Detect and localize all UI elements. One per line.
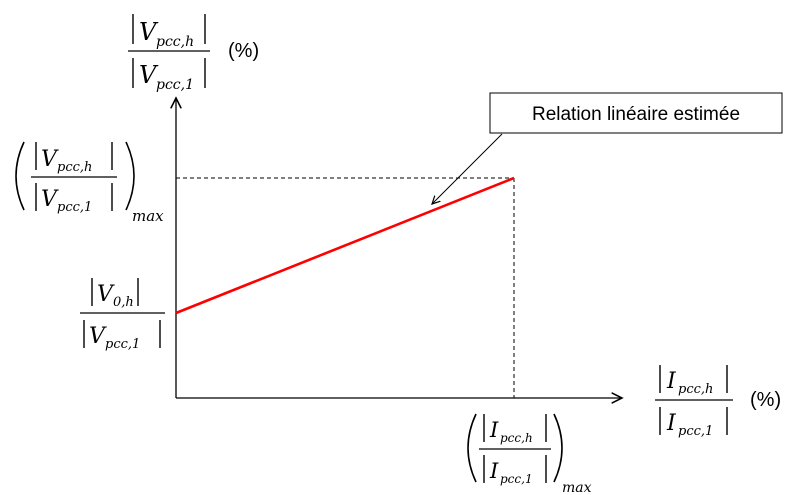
intercept-den-sub: pcc,1 bbox=[105, 337, 140, 352]
intercept-label: V 0,h V pcc,1 bbox=[80, 278, 165, 352]
intercept-num-main: V bbox=[97, 282, 115, 307]
x-max-label: I pcc,h I pcc,1 max bbox=[467, 413, 592, 495]
x-label-unit: (%) bbox=[750, 389, 781, 411]
callout-box bbox=[489, 92, 783, 134]
x-max-num-main: I bbox=[489, 418, 499, 442]
y-max-label: V pcc,h V pcc,1 max bbox=[15, 141, 164, 225]
callout-text: Relation linéaire estimée bbox=[532, 104, 740, 125]
x-label-num-main: I bbox=[666, 369, 677, 394]
x-axis-label: I pcc,h I pcc,1 (%) bbox=[655, 365, 781, 439]
x-label-num-sub: pcc,h bbox=[678, 382, 713, 397]
y-label-den-sub: pcc,1 bbox=[156, 77, 194, 93]
y-max-num-main: V bbox=[41, 147, 59, 172]
linear-relation-line bbox=[175, 176, 515, 315]
y-label-num-main: V bbox=[139, 18, 159, 46]
x-max-den-main: I bbox=[489, 459, 499, 483]
x-label-den-main: I bbox=[666, 411, 677, 436]
y-label-unit: (%) bbox=[228, 40, 259, 62]
y-max-den-sub: pcc,1 bbox=[57, 200, 92, 215]
y-max-outer-sub: max bbox=[132, 207, 164, 225]
y-axis-label: V pcc,h V pcc,1 (%) bbox=[128, 14, 259, 93]
x-max-outer-sub: max bbox=[562, 480, 592, 495]
x-label-den-sub: pcc,1 bbox=[678, 424, 713, 439]
y-max-den-main: V bbox=[41, 187, 59, 212]
x-max-den-sub: pcc,1 bbox=[500, 472, 533, 486]
intercept-den-main: V bbox=[89, 324, 107, 349]
x-max-num-sub: pcc,h bbox=[500, 431, 533, 445]
y-label-den-main: V bbox=[139, 61, 159, 89]
callout-arrow bbox=[432, 133, 503, 204]
y-max-num-sub: pcc,h bbox=[57, 160, 92, 175]
y-label-num-sub: pcc,h bbox=[156, 34, 194, 50]
intercept-num-sub: 0,h bbox=[113, 295, 134, 310]
